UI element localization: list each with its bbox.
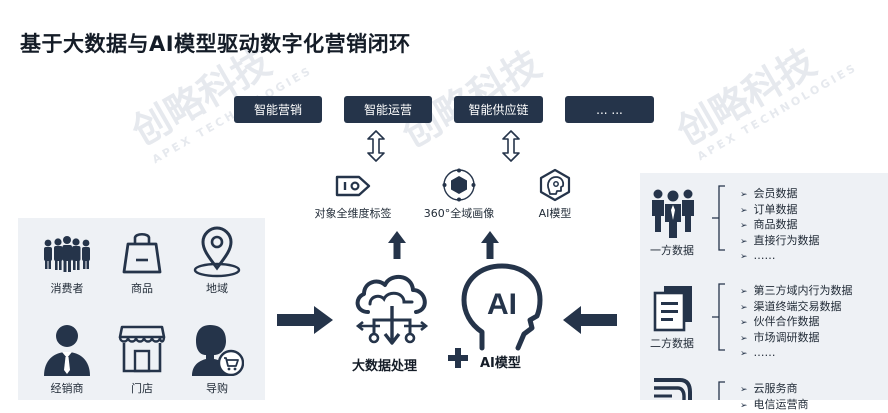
watermark-text: 创略科技 xyxy=(665,32,824,156)
brain-hex-icon xyxy=(537,168,573,202)
top-box-smart-operation: 智能运营 xyxy=(344,96,432,123)
list-item: 云服务商 xyxy=(740,382,809,398)
ai-head-icon: AI xyxy=(460,262,546,352)
crowd-icon xyxy=(40,234,94,274)
double-arrow-icon xyxy=(366,130,386,162)
top-box-more: ... ... xyxy=(565,96,654,123)
list-item: 渠道终端交易数据 xyxy=(740,300,853,316)
shopping-guide-icon xyxy=(190,322,244,376)
data-source-list: 会员数据 订单数据 商品数据 直接行为数据 …… xyxy=(740,187,820,265)
list-item: 商品数据 xyxy=(740,218,820,234)
list-item: 第三方域内行为数据 xyxy=(740,284,853,300)
cloud-data-processing-icon xyxy=(350,268,434,350)
page-title: 基于大数据与AI模型驱动数字化营销闭环 xyxy=(20,28,411,58)
list-item: 直接行为数据 xyxy=(740,234,820,250)
big-data-processing-label: 大数据处理 xyxy=(352,355,417,374)
data-source-label: 二方数据 xyxy=(632,335,712,351)
bracket-icon xyxy=(710,184,726,252)
team-icon xyxy=(650,186,696,238)
data-source-list: 云服务商 电信运营商 xyxy=(740,382,809,413)
list-item: …… xyxy=(740,249,820,265)
shopping-bag-icon xyxy=(120,228,164,276)
data-source-label: 一方数据 xyxy=(632,242,712,258)
hexagon-node-icon xyxy=(442,168,476,202)
businessman-icon xyxy=(42,322,92,376)
top-box-smart-supply-chain: 智能供应链 xyxy=(454,96,543,123)
tag-icon xyxy=(334,173,372,199)
capability-label: 360°全域画像 xyxy=(409,205,509,221)
up-arrow-icon xyxy=(480,230,500,260)
capability-label: 对象全维度标签 xyxy=(303,205,403,221)
list-item: 订单数据 xyxy=(740,203,820,219)
list-item: 会员数据 xyxy=(740,187,820,203)
watermark-subtext: APEX TECHNOLOGIES xyxy=(695,61,860,164)
bracket-icon xyxy=(710,380,726,400)
left-arrow-icon xyxy=(562,305,618,335)
list-item: 市场调研数据 xyxy=(740,331,853,347)
documents-icon xyxy=(652,284,694,332)
database-icon xyxy=(650,376,694,400)
capability-label: AI模型 xyxy=(505,205,605,221)
entity-label: 经销商 xyxy=(27,380,107,396)
data-source-list: 第三方域内行为数据 渠道终端交易数据 伙伴合作数据 市场调研数据 …… xyxy=(740,284,853,362)
map-pin-icon xyxy=(190,226,244,278)
ai-model-label: AI模型 xyxy=(480,352,521,371)
top-box-smart-marketing: 智能营销 xyxy=(234,96,322,123)
entity-label: 消费者 xyxy=(27,280,107,296)
ai-head-text: AI xyxy=(487,288,517,321)
entity-label: 商品 xyxy=(102,280,182,296)
entity-label: 导购 xyxy=(177,380,257,396)
entity-label: 门店 xyxy=(102,380,182,396)
entity-label: 地域 xyxy=(177,280,257,296)
bracket-icon xyxy=(710,282,726,352)
storefront-icon xyxy=(118,323,166,375)
right-arrow-icon xyxy=(276,305,334,335)
list-item: 伙伴合作数据 xyxy=(740,315,853,331)
list-item: …… xyxy=(740,346,853,362)
double-arrow-icon xyxy=(501,130,521,162)
up-arrow-icon xyxy=(387,230,407,260)
